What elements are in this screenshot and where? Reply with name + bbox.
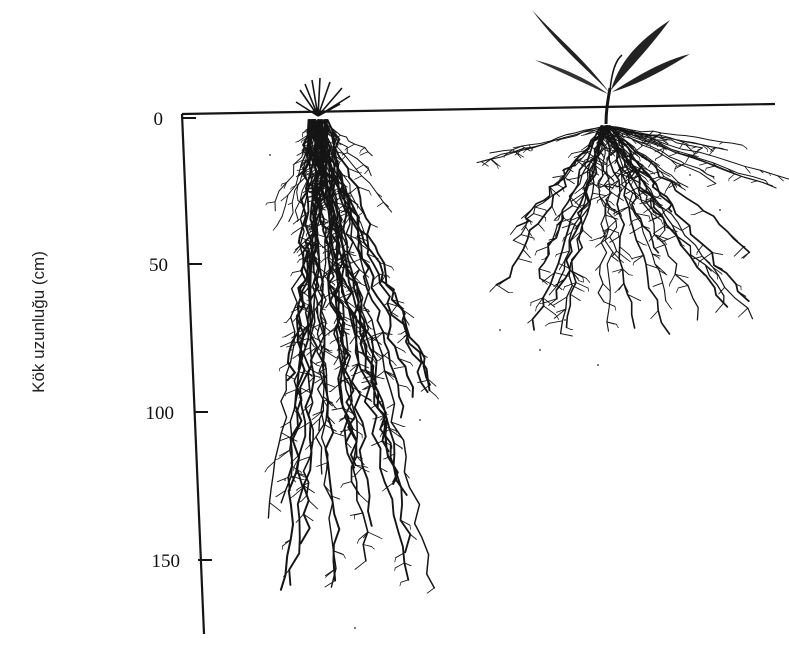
tick-label-50: 50 [149,255,168,276]
tick-100: 100 [146,403,209,424]
right-plant-roots [477,126,789,336]
tick-label-100: 100 [146,403,175,424]
tick-0: 0 [154,109,197,130]
tick-150: 150 [152,551,213,572]
tick-label-150: 150 [152,551,181,572]
ground-line [182,104,775,114]
tick-50: 50 [149,255,202,276]
tick-label-0: 0 [154,109,164,130]
left-plant-roots [265,120,439,593]
y-axis-title: Kök uzunluğu (cm) [29,251,48,393]
y-axis-line [182,114,204,634]
